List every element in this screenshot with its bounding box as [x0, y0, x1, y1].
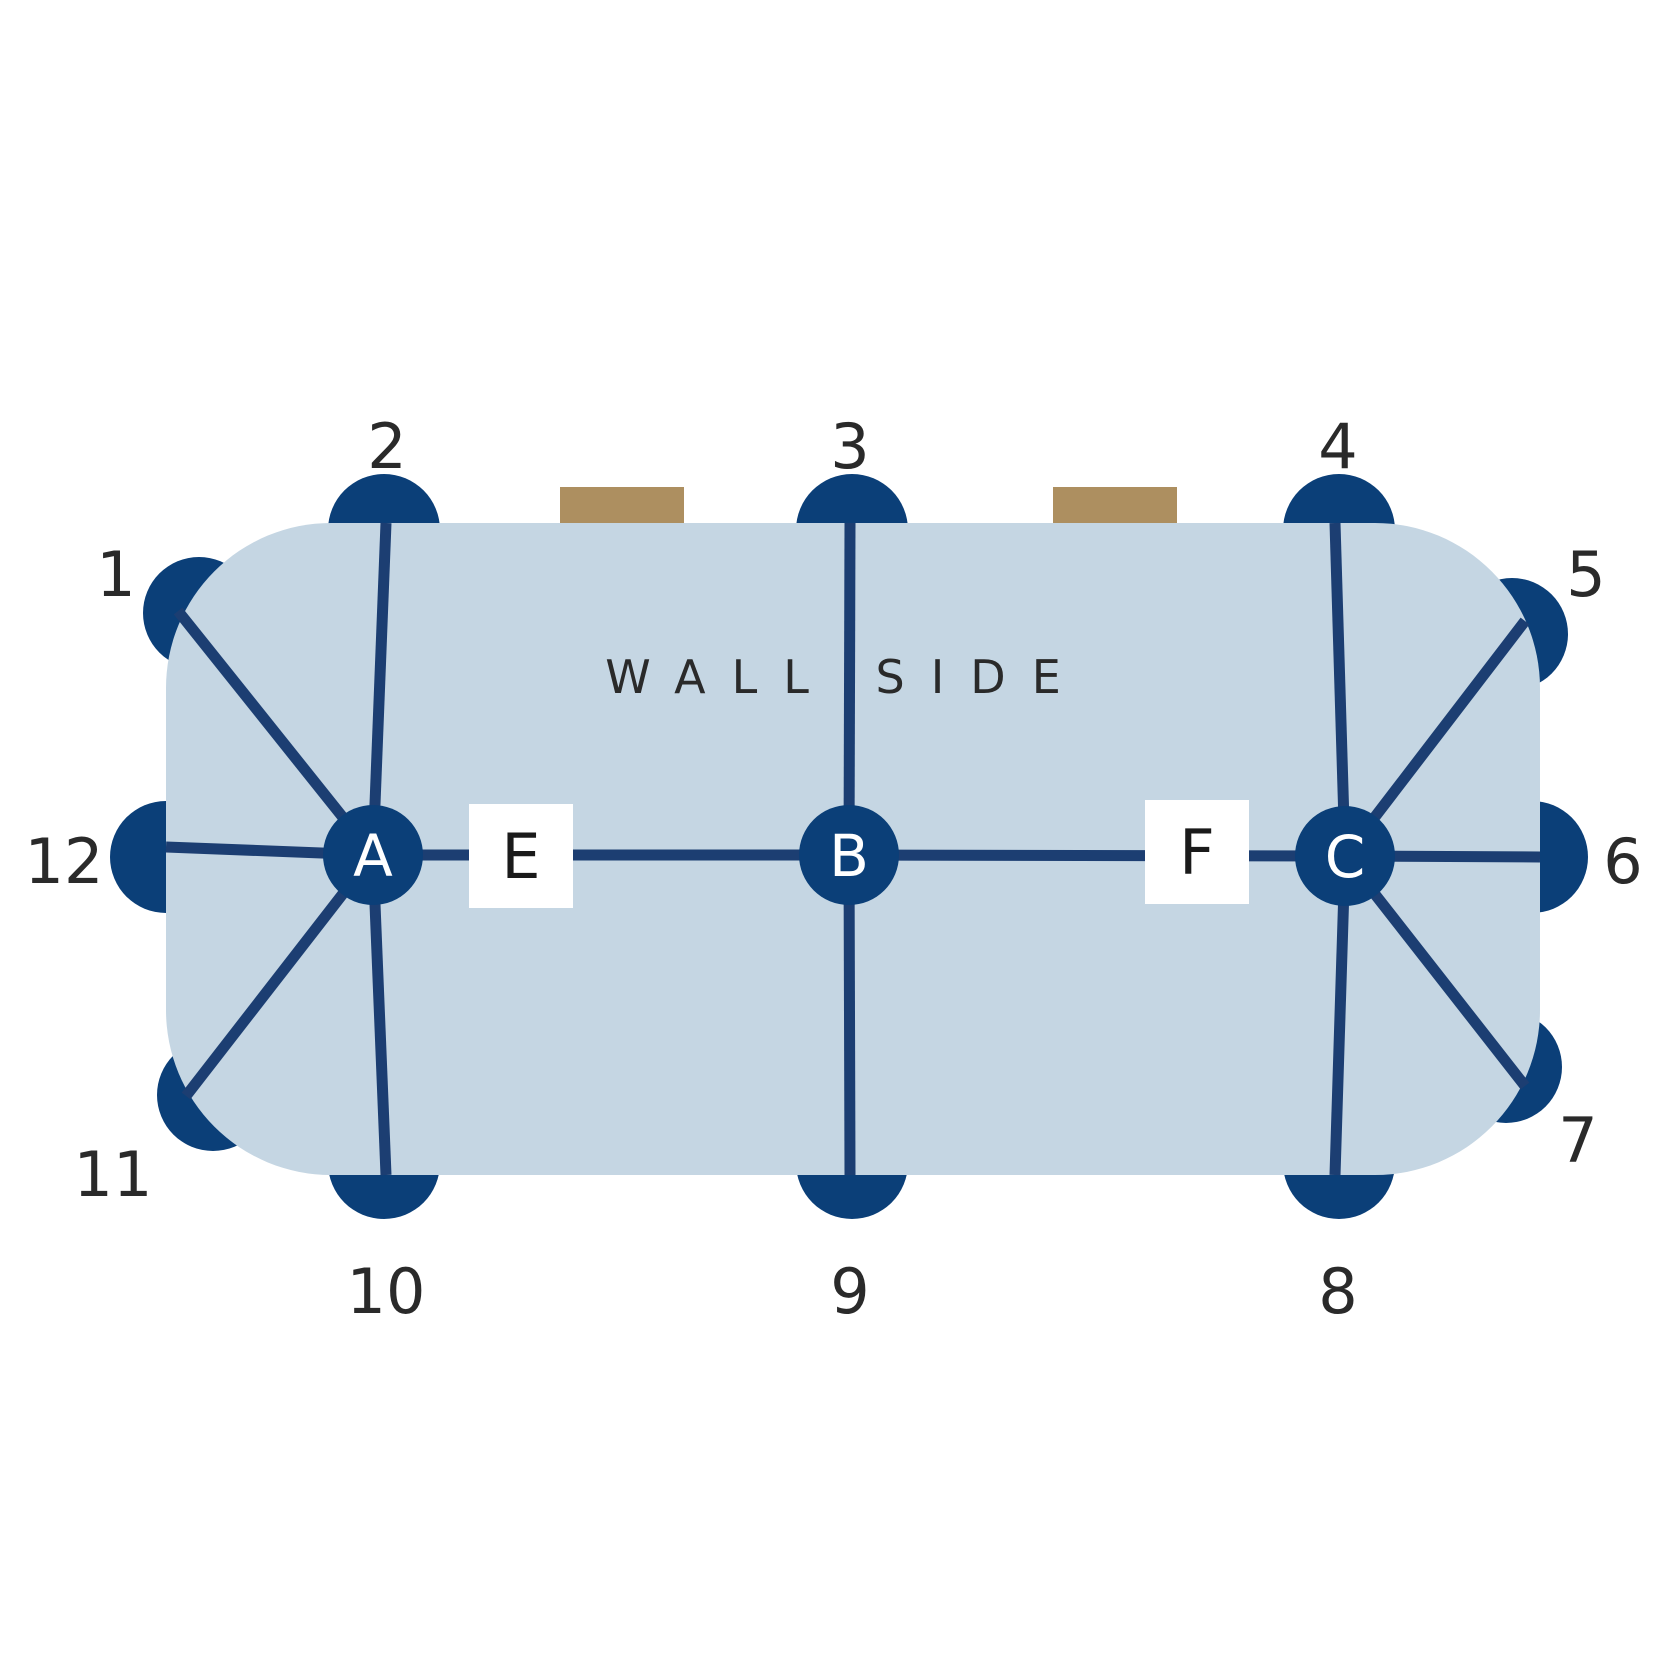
seat-number-10: 10	[347, 1255, 426, 1328]
seat-number-3: 3	[830, 410, 869, 483]
link-A-11	[181, 851, 378, 1100]
seat-number-4: 4	[1318, 410, 1357, 483]
box-label-E: E	[501, 820, 540, 893]
link-A-1	[173, 607, 378, 859]
seat-number-11: 11	[74, 1138, 153, 1211]
hub-C	[1295, 806, 1395, 906]
seat-number-7: 7	[1558, 1104, 1597, 1177]
hub-label-C: C	[1325, 823, 1366, 891]
link-C-8	[1329, 855, 1351, 1176]
link-C-4	[1329, 522, 1351, 857]
hub-label-A: A	[353, 822, 393, 890]
box-label-F: F	[1179, 816, 1215, 889]
seat-number-1: 1	[96, 538, 135, 611]
hub-A	[323, 805, 423, 905]
wall-fixture-1	[560, 487, 684, 524]
seat-number-12: 12	[25, 825, 104, 898]
seat-number-8: 8	[1318, 1255, 1357, 1328]
hub-B	[799, 805, 899, 905]
wall-side-label: WALL SIDE	[605, 650, 1087, 704]
box-F	[1145, 800, 1249, 904]
link-B-3	[843, 522, 856, 856]
wall-fixture-2	[1053, 487, 1177, 524]
seat-number-5: 5	[1566, 538, 1605, 611]
seat-number-6: 6	[1603, 825, 1642, 898]
link-B-C	[848, 849, 1346, 862]
hub-label-B: B	[829, 822, 869, 890]
link-A-10	[367, 854, 392, 1176]
link-B-9	[843, 854, 856, 1176]
box-E	[469, 804, 573, 908]
seat-number-9: 9	[830, 1255, 869, 1328]
link-A-2	[367, 522, 392, 856]
seat-number-2: 2	[367, 410, 406, 483]
